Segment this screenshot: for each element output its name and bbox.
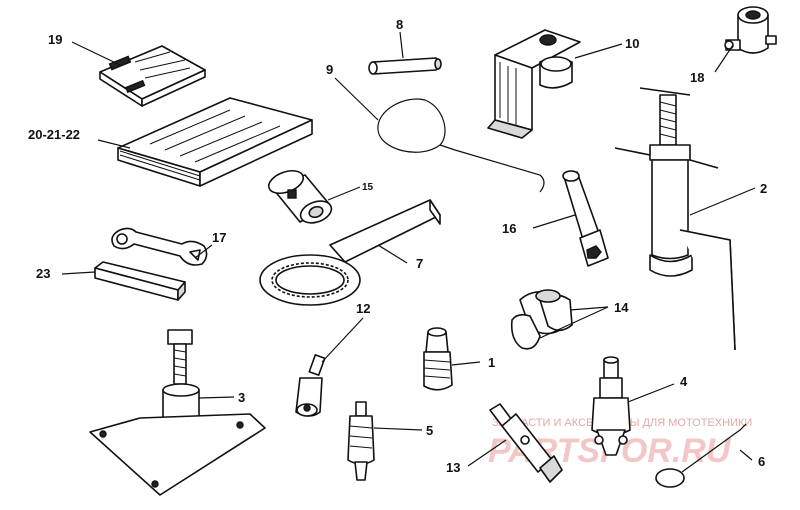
part-15-cylinder — [267, 169, 333, 224]
leader-4 — [627, 383, 675, 403]
label-15: 15 — [362, 182, 374, 193]
leader-6 — [739, 449, 753, 461]
part-3-bench-puller — [89, 298, 266, 496]
leader-17 — [194, 244, 213, 259]
part-12-tool — [295, 354, 326, 417]
leader-2 — [689, 187, 756, 216]
label-17: 17 — [212, 230, 226, 245]
label-18: 18 — [690, 70, 704, 85]
leader-12 — [321, 317, 364, 363]
label-8: 8 — [396, 17, 403, 32]
part-2-puller — [614, 87, 736, 351]
leader-8 — [399, 31, 404, 59]
part-14-half-shells — [510, 289, 573, 350]
part-19-booklet — [99, 45, 206, 107]
part-18-sleeve — [724, 6, 777, 54]
leader-7 — [377, 244, 408, 264]
leader-18 — [714, 44, 734, 73]
part-20-manual — [117, 97, 313, 187]
part-5-tool — [347, 401, 375, 481]
part-7-holder — [259, 199, 441, 306]
part-8-pin — [368, 57, 442, 75]
label-12: 12 — [356, 301, 370, 316]
leader-lines — [61, 31, 756, 467]
leader-13 — [467, 439, 507, 467]
label-4: 4 — [680, 374, 688, 389]
leader-19 — [71, 41, 121, 66]
label-13: 13 — [446, 460, 460, 475]
label-14: 14 — [614, 300, 629, 315]
leader-20 — [97, 139, 131, 149]
part-9-wire-tool — [377, 98, 545, 193]
label-10: 10 — [625, 36, 639, 51]
leader-15 — [327, 186, 361, 201]
leader-5 — [373, 427, 423, 431]
leader-23 — [61, 271, 96, 275]
label-16: 16 — [502, 221, 516, 236]
leader-9 — [334, 77, 379, 121]
label-9: 9 — [326, 62, 333, 77]
part-6-ring-tool — [655, 423, 747, 488]
part-labels: 19 8 10 18 9 2 20-21-22 15 16 17 7 23 14… — [28, 17, 767, 475]
leader-3 — [198, 396, 235, 399]
part-17-wrench — [111, 227, 208, 266]
label-5: 5 — [426, 423, 433, 438]
label-2: 2 — [760, 181, 767, 196]
leader-16 — [532, 214, 576, 229]
label-6: 6 — [758, 454, 765, 469]
label-3: 3 — [238, 390, 245, 405]
label-1: 1 — [488, 355, 495, 370]
part-13-tool — [489, 403, 563, 483]
label-7: 7 — [416, 256, 423, 271]
leader-1 — [451, 361, 481, 366]
label-20-21-22: 20-21-22 — [28, 127, 80, 142]
part-4-puller — [591, 356, 631, 456]
leader-14b — [539, 306, 609, 339]
part-1-adapter — [423, 327, 453, 391]
label-19: 19 — [48, 32, 62, 47]
leader-14a — [569, 306, 609, 311]
label-23: 23 — [36, 266, 50, 281]
part-10-bracket — [487, 29, 581, 139]
part-23-bar — [94, 261, 186, 301]
part-16-box-spanner — [562, 170, 609, 267]
leader-10 — [574, 43, 623, 59]
